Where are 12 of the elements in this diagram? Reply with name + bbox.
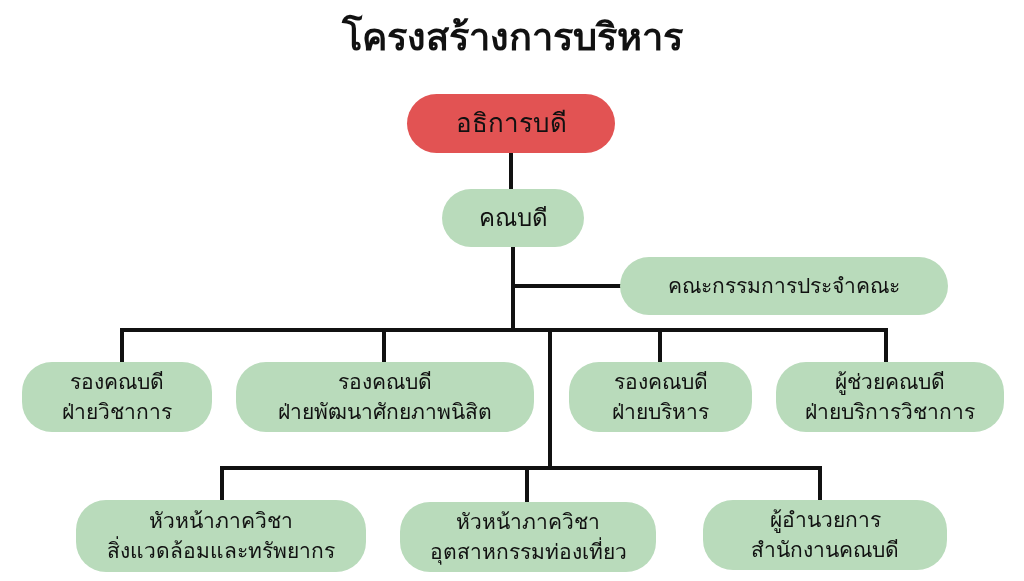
connector-line [509,151,513,191]
role-box: ผู้ช่วยคณบดี ฝ่ายบริการวิชาการ [776,362,1004,432]
role-box: คณบดี [442,189,584,247]
role-box: หัวหน้าภาควิชา อุตสาหกรรมท่องเที่ยว [400,502,656,572]
chart-title: โครงสร้างการบริหาร [340,13,684,61]
role-box: รองคณบดี ฝ่ายพัฒนาศักยภาพนิสิต [236,362,534,432]
role-box: ผู้อำนวยการ สำนักงานคณบดี [703,500,947,570]
role-box: รองคณบดี ฝ่ายวิชาการ [22,362,212,432]
committee-box: คณะกรรมการประจำคณะ [620,257,948,315]
role-box: หัวหน้าภาควิชา สิ่งแวดล้อมและทรัพยากร [76,500,366,572]
role-box: รองคณบดี ฝ่ายบริหาร [569,362,752,432]
head-box: อธิการบดี [407,94,615,153]
